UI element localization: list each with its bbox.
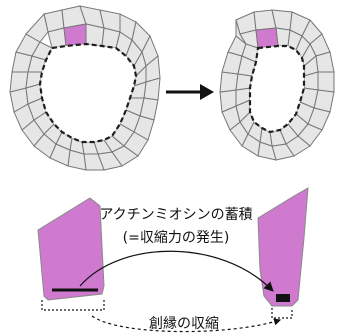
cell-detail-before <box>38 198 104 310</box>
cell-detail-after <box>258 188 308 318</box>
epithelium-before <box>10 6 160 170</box>
transition-arrow <box>166 84 214 100</box>
highlighted-cell-after <box>256 28 278 48</box>
wound-contraction-label: 創縁の収縮 <box>149 316 219 332</box>
edge-bracket-before <box>42 300 104 310</box>
magenta-cell-after <box>258 188 308 306</box>
actomyosin-label: アクチンミオシンの蓄積 <box>99 207 252 223</box>
edge-bracket-after <box>272 308 292 318</box>
epithelium-after <box>220 10 334 160</box>
accumulation-arrow <box>80 251 272 290</box>
actomyosin-block-after <box>276 294 290 302</box>
contractile-force-label: (=収縮力の発生) <box>123 230 230 246</box>
magenta-cell-before <box>38 198 104 300</box>
highlighted-cell-before <box>64 24 86 46</box>
